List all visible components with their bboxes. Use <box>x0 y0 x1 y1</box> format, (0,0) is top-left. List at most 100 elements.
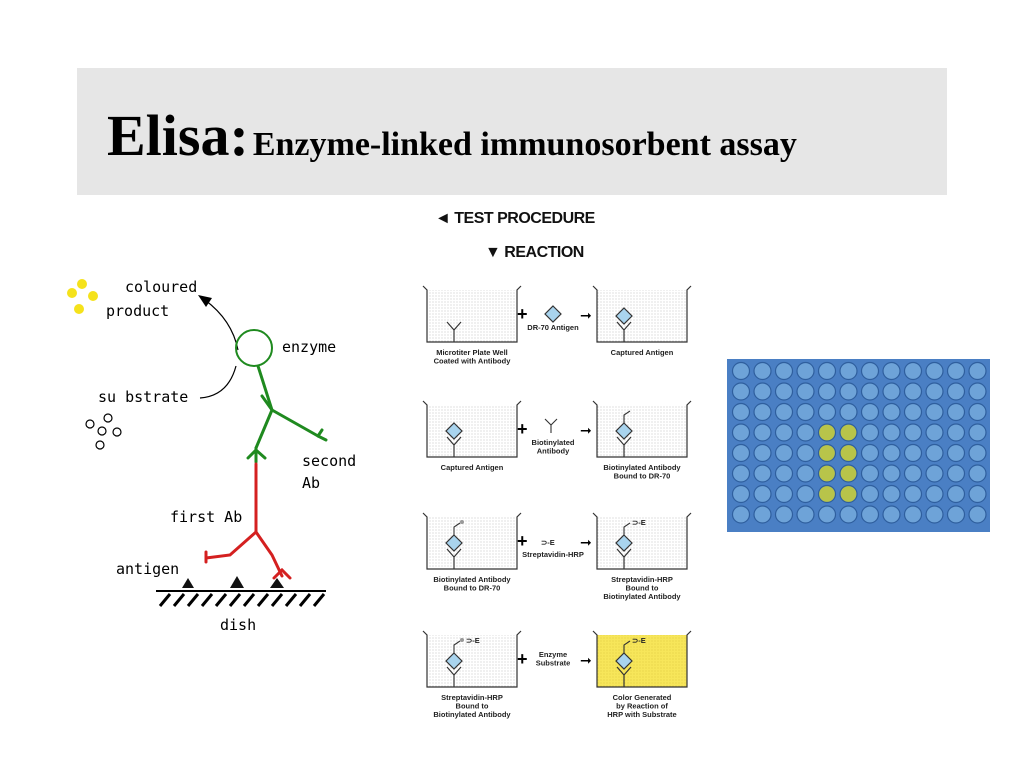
well-before-step-2 <box>422 400 522 458</box>
plate-well <box>774 361 794 381</box>
caption-after-step-3: Streptavidin-HRP <box>611 575 673 584</box>
plate-well <box>817 443 837 463</box>
plate-well <box>882 505 901 524</box>
plate-well <box>946 464 966 483</box>
reagent-caption-3: Streptavidin-HRP <box>522 550 584 559</box>
plate-well <box>882 423 901 442</box>
plate-well <box>946 382 966 401</box>
plate-well <box>946 361 966 381</box>
plate-well <box>860 443 880 463</box>
plate-well <box>796 464 815 483</box>
plate-well <box>925 382 944 401</box>
plate-well <box>753 382 772 401</box>
enzyme-circle <box>235 329 273 367</box>
plate-well <box>796 361 815 381</box>
arrow-right: ➞ <box>580 653 592 669</box>
plate-well <box>860 464 880 483</box>
plate-well <box>731 402 751 422</box>
plate-well <box>731 484 751 504</box>
plate-well <box>774 382 794 401</box>
plate-well <box>731 464 751 483</box>
plate-well <box>925 443 944 463</box>
reaction-header: ▼ REACTION <box>485 244 584 261</box>
plate-well <box>817 484 837 504</box>
elisa-sandwich-diagram: coloured product enzyme su bstrate se <box>60 270 380 645</box>
plate-well <box>925 361 944 381</box>
plate-well <box>774 484 794 504</box>
plate-well <box>774 464 794 483</box>
plate-well <box>839 361 858 381</box>
caption-before-step-4: Bound to <box>456 702 489 711</box>
label-antigen: antigen <box>116 560 179 578</box>
microplate-wells <box>727 359 990 532</box>
first-antibody <box>204 462 292 580</box>
streptavidin-hrp-icon: ⊃-E <box>541 538 555 547</box>
reagent-caption-4: Enzyme <box>539 650 567 659</box>
product-arrow-head <box>198 295 212 307</box>
caption-before-step-4: Streptavidin-HRP <box>441 693 503 702</box>
plate-well <box>839 402 858 422</box>
plate-well <box>817 361 837 381</box>
plate-well <box>753 443 772 463</box>
reagent-caption-1: DR-70 Antigen <box>527 323 579 332</box>
plate-well <box>753 484 772 504</box>
reagent-caption-4: Substrate <box>536 659 571 668</box>
plate-well <box>968 382 987 401</box>
plate-well <box>946 484 966 504</box>
plate-well <box>903 423 923 442</box>
plate-well <box>860 423 880 442</box>
second-antibody <box>246 364 328 464</box>
plate-well <box>796 443 815 463</box>
plate-well <box>839 464 858 483</box>
antigens <box>182 576 284 588</box>
plate-well <box>946 402 966 422</box>
plate-well <box>817 423 837 442</box>
caption-before-step-2: Captured Antigen <box>441 463 504 472</box>
plate-well <box>903 505 923 524</box>
plate-well <box>796 505 815 524</box>
plate-well <box>817 505 837 524</box>
product-arrow <box>204 299 239 351</box>
plate-well <box>731 423 751 442</box>
caption-after-step-4: by Reaction of <box>616 702 668 711</box>
caption-after-step-3: Bound to <box>626 584 659 593</box>
caption-before-step-4: Biotinylated Antibody <box>433 710 511 719</box>
label-coloured: coloured <box>125 278 197 296</box>
caption-after-step-4: Color Generated <box>613 693 672 702</box>
plus-sign: + <box>517 304 528 324</box>
plate-well <box>968 423 987 442</box>
plate-well <box>774 505 794 524</box>
plate-well <box>817 382 837 401</box>
plate-well <box>839 423 858 442</box>
caption-after-step-2: Biotinylated Antibody <box>603 463 681 472</box>
plate-well <box>753 361 772 381</box>
label-enzyme: enzyme <box>282 338 336 356</box>
hrp-tag: ⊃-E <box>466 636 480 645</box>
plate-well <box>839 443 858 463</box>
caption-before-step-1: Microtiter Plate Well <box>436 348 508 357</box>
plate-well <box>753 402 772 422</box>
plate-well <box>753 505 772 524</box>
plus-sign: + <box>517 531 528 551</box>
plate-well <box>882 484 901 504</box>
biotinylated-antibody-icon <box>544 418 558 433</box>
plate-well <box>903 382 923 401</box>
plate-well <box>796 382 815 401</box>
plate-well <box>882 382 901 401</box>
plate-well <box>774 402 794 422</box>
plate-well <box>946 505 966 524</box>
title-band: Elisa: Enzyme-linked immunosorbent assay <box>77 68 947 195</box>
well-after-step-2 <box>592 400 692 458</box>
plate-well <box>882 443 901 463</box>
substrate-circles <box>85 413 122 450</box>
plate-well <box>860 361 880 381</box>
plate-well <box>925 464 944 483</box>
plate-well <box>753 464 772 483</box>
plate-well <box>731 361 751 381</box>
plate-well <box>796 423 815 442</box>
plate-well <box>968 505 987 524</box>
well-after-step-1 <box>592 285 692 343</box>
label-first-ab: first Ab <box>170 508 242 526</box>
plate-well <box>817 464 837 483</box>
microplate-photo <box>727 359 990 532</box>
